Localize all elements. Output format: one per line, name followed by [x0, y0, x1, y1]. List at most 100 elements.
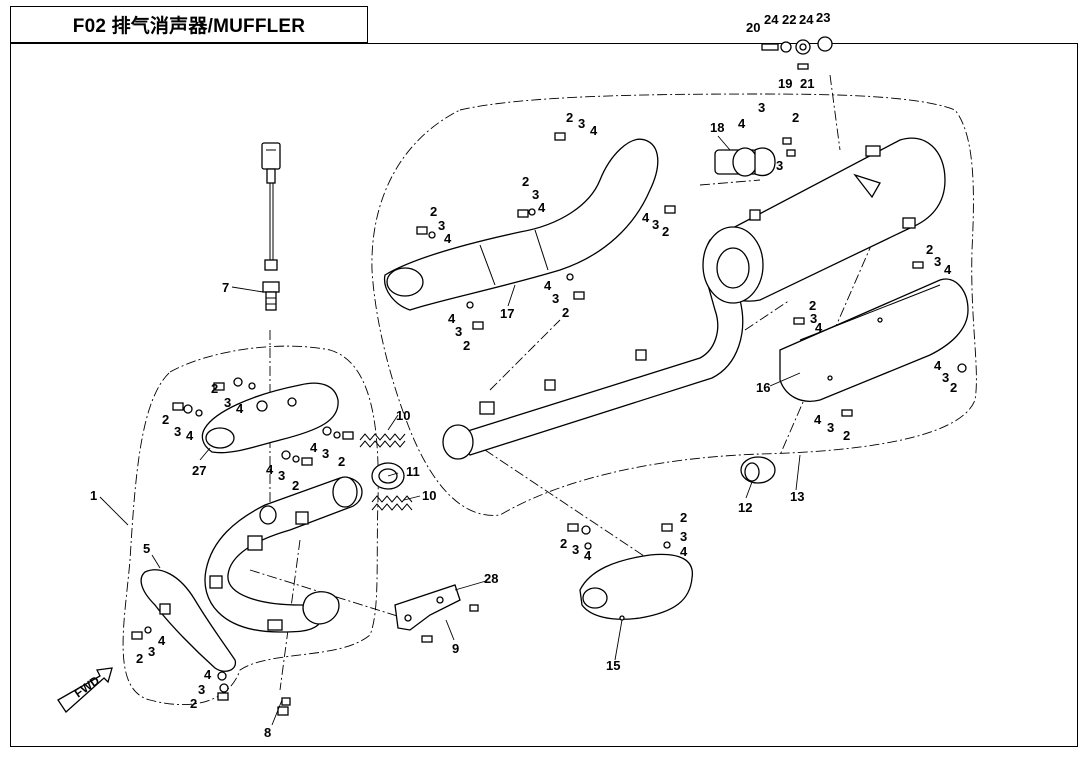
callout-19: 19	[778, 76, 792, 91]
fastener-3: 3	[758, 100, 765, 115]
tail-pipe-18	[714, 147, 776, 177]
fastener-3: 3	[827, 420, 834, 435]
fastener-2: 2	[430, 204, 437, 219]
callout-10-lower: 10	[422, 488, 436, 503]
fastener-2: 2	[843, 428, 850, 443]
fastener-4: 4	[310, 440, 318, 455]
callout-22: 22	[782, 12, 796, 27]
align-line-pipe	[489, 319, 561, 391]
fastener-3: 3	[552, 291, 559, 306]
fastener-4: 4	[738, 116, 746, 131]
align-line-18	[699, 179, 761, 186]
group-boundary-1	[122, 345, 379, 706]
fastener-2: 2	[562, 305, 569, 320]
fastener-4: 4	[444, 231, 452, 246]
fastener-3: 3	[455, 324, 462, 339]
callout-23: 23	[816, 10, 830, 25]
fastener-3: 3	[578, 116, 585, 131]
fastener-4: 4	[448, 311, 456, 326]
page-title: F02 排气消声器/MUFFLER	[72, 16, 306, 37]
spring-10-lower	[371, 495, 413, 511]
heat-shield-5	[140, 569, 237, 672]
fastener-4: 4	[814, 412, 822, 427]
callout-21: 21	[800, 76, 814, 91]
fastener-4: 4	[680, 544, 688, 559]
fastener-4: 4	[204, 667, 212, 682]
callout-9: 9	[452, 641, 459, 656]
fastener-2: 2	[809, 298, 816, 313]
fastener-3: 3	[148, 644, 155, 659]
fastener-2: 2	[662, 224, 669, 239]
callout-12: 12	[738, 500, 752, 515]
fastener-2: 2	[560, 536, 567, 551]
fastener-2: 2	[463, 338, 470, 353]
align-line-23	[829, 74, 841, 151]
align-line-bracket	[249, 569, 411, 621]
exhaust-header-1	[204, 476, 363, 633]
bracket-28	[394, 584, 461, 631]
callout-15: 15	[606, 658, 620, 673]
callout-28: 28	[484, 571, 498, 586]
callout-13: 13	[790, 489, 804, 504]
fastener-4: 4	[584, 548, 592, 563]
callout-17: 17	[500, 306, 514, 321]
fastener-2: 2	[566, 110, 573, 125]
grommet-12	[740, 456, 776, 484]
heat-shield-16	[779, 278, 969, 402]
fastener-4: 4	[815, 320, 823, 335]
fastener-2: 2	[190, 696, 197, 711]
fastener-4: 4	[934, 358, 942, 373]
fastener-callouts: 2 3 4 2 3 4 4 3 2 4 3 2 2 3 4 4 3 2 2 3 …	[136, 100, 957, 711]
heat-shield-15	[579, 553, 693, 621]
fastener-2: 2	[792, 110, 799, 125]
heat-shield-17	[383, 138, 659, 311]
drawing-frame	[10, 43, 1078, 747]
fastener-3: 3	[198, 682, 205, 697]
fastener-2: 2	[680, 510, 687, 525]
fastener-3: 3	[652, 217, 659, 232]
callout-20: 20	[746, 20, 760, 35]
callout-7: 7	[222, 280, 229, 295]
oxygen-sensor	[261, 142, 281, 311]
fastener-4: 4	[186, 428, 194, 443]
fastener-2: 2	[136, 651, 143, 666]
heat-shield-27	[201, 382, 339, 454]
callout-27: 27	[192, 463, 206, 478]
callout-1: 1	[90, 488, 97, 503]
fastener-4: 4	[944, 262, 952, 277]
fastener-4: 4	[158, 633, 166, 648]
callout-18: 18	[710, 120, 724, 135]
fastener-3: 3	[438, 218, 445, 233]
fastener-4: 4	[544, 278, 552, 293]
callout-24-right: 24	[799, 12, 814, 27]
fastener-2: 2	[292, 478, 299, 493]
fastener-2: 2	[211, 381, 218, 396]
fastener-3: 3	[278, 468, 285, 483]
fastener-2: 2	[338, 454, 345, 469]
fastener-3: 3	[322, 446, 329, 461]
fastener-3: 3	[532, 187, 539, 202]
fastener-3: 3	[942, 370, 949, 385]
fastener-2: 2	[522, 174, 529, 189]
align-line-12	[779, 224, 881, 456]
hardware-marks	[131, 132, 967, 716]
fastener-4: 4	[642, 210, 650, 225]
callouts: 1 5 7 8 9 10 10 11 12 13 15 16 17 18 19 …	[90, 10, 830, 740]
fastener-3: 3	[810, 311, 817, 326]
mount-hardware-top	[761, 36, 833, 70]
fastener-4: 4	[590, 123, 598, 138]
fastener-2: 2	[950, 380, 957, 395]
callout-10-upper: 10	[396, 408, 410, 423]
spring-10-upper	[359, 433, 406, 448]
fastener-3: 3	[224, 395, 231, 410]
fastener-4: 4	[266, 462, 274, 477]
muffler-13	[702, 137, 946, 304]
fastener-2: 2	[926, 242, 933, 257]
exhaust-connecting-pipe	[442, 274, 744, 460]
fastener-3: 3	[934, 254, 941, 269]
align-line-shield15	[469, 439, 651, 561]
group-boundary-13	[371, 93, 977, 516]
fastener-3: 3	[776, 158, 783, 173]
title-box: F02 排气消声器/MUFFLER	[10, 6, 368, 43]
forward-arrow-icon: FWD	[57, 667, 113, 713]
